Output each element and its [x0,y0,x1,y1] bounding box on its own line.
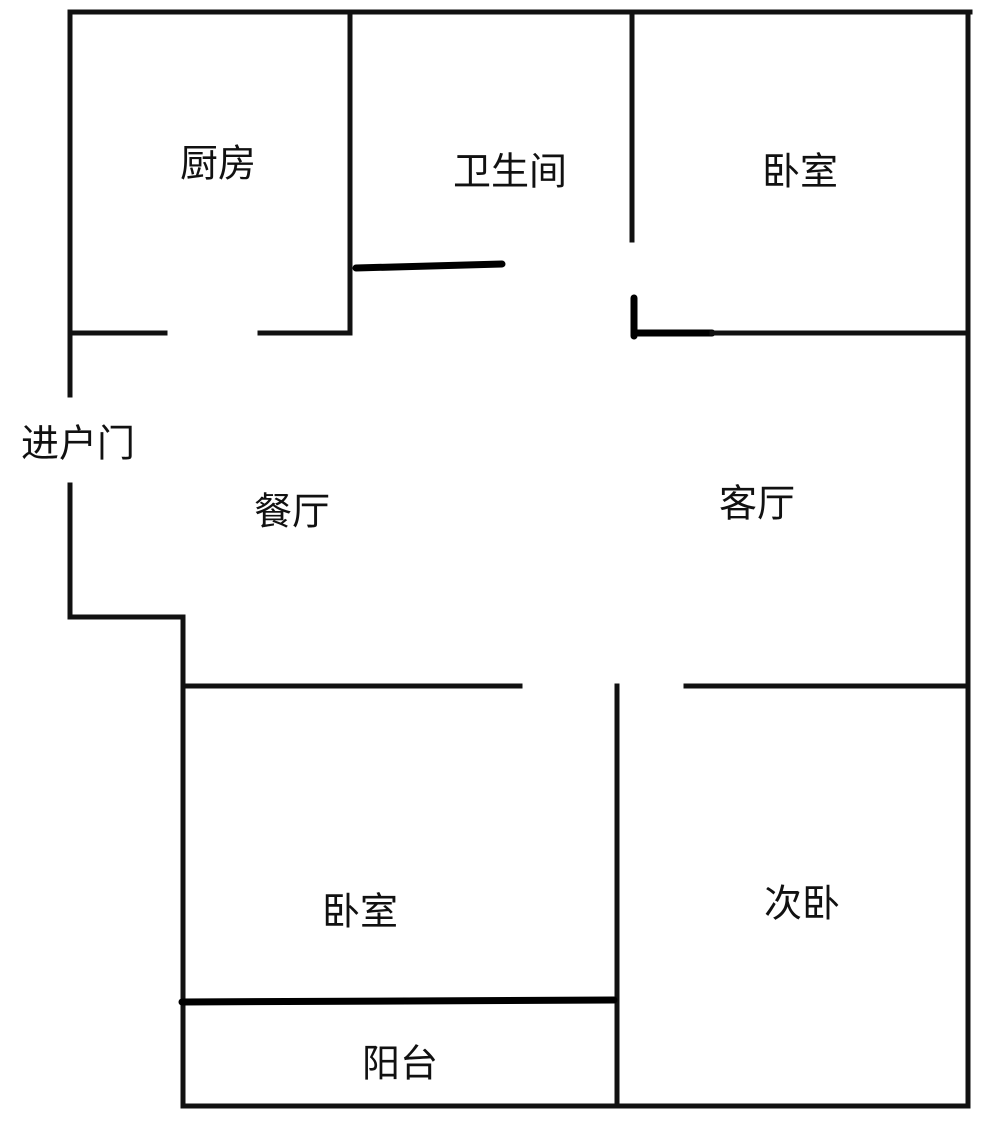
wall-bathroom-bottom [352,260,506,272]
room-label-balcony: 阳台 [361,1041,439,1086]
room-label-bedroom-bottom: 卧室 [321,889,399,934]
room-label-bathroom: 卫生间 [452,149,568,194]
room-label-living: 客厅 [718,481,796,526]
room-label-dining: 餐厅 [253,489,331,534]
wall-balcony [178,996,618,1006]
room-label-second-bedroom: 次卧 [763,881,841,926]
room-label-bedroom-top: 卧室 [761,149,839,194]
label-entrance-door: 进户门 [20,421,136,466]
room-label-kitchen: 厨房 [179,141,257,186]
